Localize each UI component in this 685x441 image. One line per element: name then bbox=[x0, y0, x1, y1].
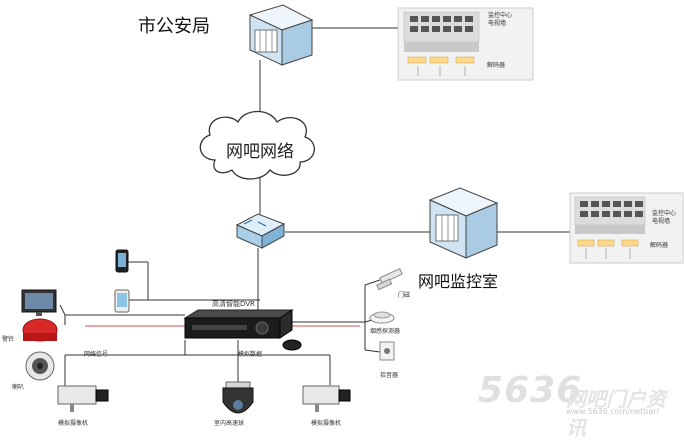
pickup-label: 拾音器 bbox=[380, 372, 399, 379]
monitoring-room-building-icon bbox=[428, 187, 499, 259]
police-label: 市公安局 bbox=[138, 16, 210, 37]
police-building-icon bbox=[248, 4, 314, 66]
alarm-bell-label: 警铃 bbox=[2, 336, 15, 343]
analog-data-label: 模拟数据 bbox=[238, 351, 263, 358]
watermark-number: 5636 bbox=[478, 370, 583, 411]
alarm-bell-icon bbox=[22, 318, 58, 342]
watermark-url: www.5636.com/netbar/ bbox=[566, 407, 660, 416]
monitor-center-caption-top: 监控中心 电视墙 bbox=[488, 12, 513, 27]
decoder-label-top: 解码器 bbox=[487, 62, 506, 69]
router-icon bbox=[235, 213, 286, 249]
horn-label: 喇叭 bbox=[12, 384, 25, 391]
analog-camera-left-label: 模拟摄像机 bbox=[58, 420, 89, 427]
speaker-horn-icon bbox=[25, 351, 55, 381]
connection-lines bbox=[59, 27, 570, 388]
smoke-detector-label: 烟感探测器 bbox=[370, 328, 401, 335]
dvr-device-icon bbox=[183, 309, 294, 339]
analog-camera-right-icon bbox=[302, 385, 351, 412]
cloud-icon bbox=[199, 110, 315, 180]
smoke-detector-icon bbox=[369, 311, 395, 324]
analog-camera-left-icon bbox=[57, 385, 109, 412]
mouse-icon bbox=[282, 339, 302, 351]
monitor-wall-right bbox=[569, 192, 684, 264]
smartphone-icon bbox=[114, 289, 130, 313]
network-signal-label: 网络信号 bbox=[84, 351, 109, 358]
dome-camera-label: 室内高速球 bbox=[214, 420, 245, 427]
decoder-label-right: 解码器 bbox=[650, 242, 669, 249]
door-magnet-label: 门磁 bbox=[398, 292, 411, 299]
monitoring-room-label: 网吧监控室 bbox=[418, 272, 499, 291]
mini-monitor-icon bbox=[21, 289, 57, 316]
dome-camera-icon bbox=[222, 381, 254, 414]
diagram-canvas bbox=[21, 4, 684, 414]
cloud-label: 网吧网络 bbox=[226, 142, 294, 162]
mobile-phone-icon bbox=[115, 249, 129, 273]
pickup-microphone-icon bbox=[379, 341, 395, 361]
analog-camera-right-label: 模拟摄像机 bbox=[311, 420, 342, 427]
dvr-label: 高清智能DVR bbox=[212, 300, 255, 308]
monitor-center-caption-right: 监控中心 电视墙 bbox=[652, 210, 677, 225]
door-magnet-icon bbox=[376, 267, 403, 291]
monitor-wall-top bbox=[397, 7, 534, 81]
